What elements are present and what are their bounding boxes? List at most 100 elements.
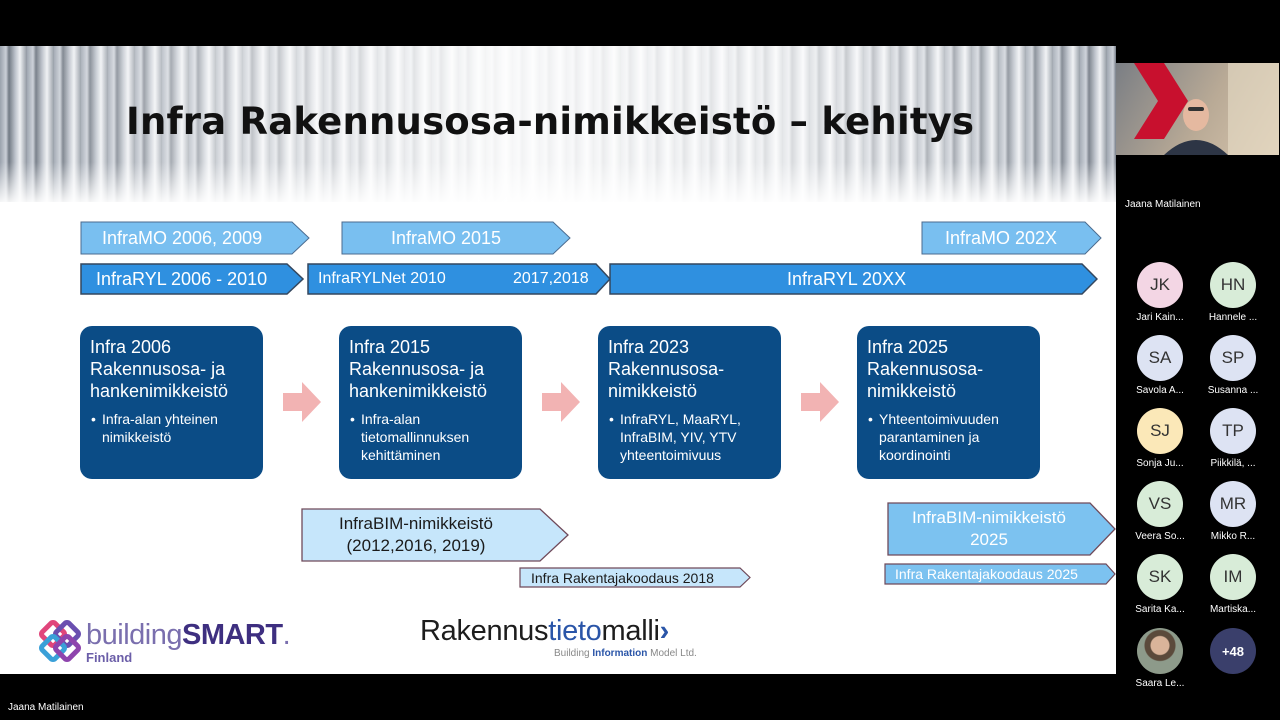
bullet-text: yhteentoimivuus <box>620 447 722 463</box>
box-title-line: Infra 2023 <box>608 337 690 357</box>
avatar-initials: IM <box>1223 567 1243 586</box>
bullet-text: Yhteentoimivuuden <box>879 411 999 427</box>
arrow-shape <box>80 263 304 295</box>
buildingsmart-wordmark: buildingSMART. <box>86 619 291 652</box>
bullet-text: nimikkeistö <box>102 429 172 445</box>
participant-avatar: SK <box>1137 554 1183 600</box>
arrow-shape <box>341 221 571 255</box>
avatar-initials: JK <box>1150 275 1170 294</box>
arrow-shape <box>609 263 1098 295</box>
arrow-shape <box>307 263 611 295</box>
participant-tile[interactable]: SJ Sonja Ju... <box>1130 408 1190 469</box>
arrow-right-icon <box>801 382 839 422</box>
title-banner-image <box>0 46 1116 202</box>
logo-text: SMART <box>181 619 283 651</box>
box-title-line: Rakennusosa- <box>608 359 725 379</box>
participant-avatar: TP <box>1210 408 1256 454</box>
participant-tile[interactable]: SK Sarita Ka... <box>1130 554 1190 615</box>
box-title-line: Rakennusosa- ja <box>90 359 226 379</box>
participant-tile[interactable]: IM Martiska... <box>1203 554 1263 615</box>
band-infrabim-2025: InfraBIM-nimikkeistö 2025 <box>887 502 1116 556</box>
bullet-text: Infra-alan yhteinen <box>102 411 218 427</box>
participant-avatar: IM <box>1210 554 1256 600</box>
logo-text: Rakennus <box>420 615 549 647</box>
band-label: InfraMO 2006, 2009 <box>102 227 263 248</box>
arrow-right-icon <box>542 382 580 422</box>
avatar-initials: MR <box>1219 494 1247 513</box>
participant-tile[interactable]: JK Jari Kain... <box>1130 262 1190 323</box>
arrow-shape <box>519 567 751 588</box>
logo-text: Building <box>554 648 593 659</box>
participant-tile[interactable]: MR Mikko R... <box>1203 481 1263 542</box>
participant-avatar: SJ <box>1137 408 1183 454</box>
box-title-line: Rakennusosa- <box>867 359 984 379</box>
info-box-infra-2015: Infra 2015 Rakennusosa- ja hankenimikkei… <box>339 326 522 479</box>
band-label: InfraRYL 2006 - 2010 <box>96 268 268 289</box>
box-bullets: Yhteentoimivuuden parantaminen ja koordino… <box>867 410 1030 464</box>
band-label: InfraMO 202X <box>945 227 1058 248</box>
band-inframo-2015: InfraMO 2015 <box>341 221 571 255</box>
bullet-text: InfraRYL, MaaRYL, <box>620 411 741 427</box>
participant-name: Sonja Ju... <box>1136 458 1184 469</box>
arrow-shape <box>80 221 310 255</box>
box-title-line: hankenimikkeistö <box>90 381 229 401</box>
presentation-slide: Infra Rakennusosa-nimikkeistö – kehitys … <box>0 46 1116 674</box>
participant-tile[interactable]: TP Piikkilä, ... <box>1203 408 1263 469</box>
rakennustietomalli-logo: Rakennustietomalli› Building Information… <box>420 615 710 667</box>
band-label: InfraBIM-nimikkeistö <box>912 508 1066 527</box>
participant-tile[interactable]: HN Hannele ... <box>1203 262 1263 323</box>
rakennustietomalli-wordmark: Rakennustietomalli› <box>420 615 669 648</box>
bullet-text: InfraBIM, YIV, YTV <box>620 429 737 445</box>
box-title-line: Infra 2025 <box>867 337 949 357</box>
participant-tile[interactable]: SP Susanna ... <box>1203 335 1263 396</box>
participant-name: Martiska... <box>1209 604 1257 615</box>
bullet-text: koordinointi <box>879 447 951 463</box>
avatar-initials: SJ <box>1150 421 1170 440</box>
box-title-line: nimikkeistö <box>867 381 957 401</box>
rakennustietomalli-subtitle: Building Information Model Ltd. <box>554 648 697 659</box>
logo-text: Information <box>592 648 648 659</box>
buildingsmart-finland-text: Finland <box>86 650 133 665</box>
participant-avatar: VS <box>1137 481 1183 527</box>
bullet-text: parantaminen ja <box>879 429 980 445</box>
participant-name: Piikkilä, ... <box>1210 458 1256 469</box>
more-participants-button[interactable]: +48 <box>1210 628 1256 674</box>
buildingsmart-finland-logo: buildingSMART. Finland <box>38 617 291 669</box>
participant-name: Veera So... <box>1135 531 1185 542</box>
participant-photo-avatar <box>1137 628 1183 674</box>
band-label: InfraMO 2015 <box>391 227 502 248</box>
band-label: InfraRYLNet 2010 <box>318 270 446 287</box>
slide-title: Infra Rakennusosa-nimikkeistö – kehitys <box>126 100 975 143</box>
bullet-text: tietomallinnuksen <box>361 429 470 445</box>
presenter-name-label: Jaana Matilainen <box>8 702 84 713</box>
participant-tile[interactable]: VS Veera So... <box>1130 481 1190 542</box>
arrow-shape <box>301 508 569 562</box>
avatar-initials: HN <box>1220 275 1246 294</box>
box-title-line: Infra 2015 <box>349 337 431 357</box>
band-label: Infra Rakentajakoodaus 2018 <box>531 569 714 586</box>
band-years: 2017,2018 <box>513 270 589 287</box>
avatar-initials: SA <box>1148 348 1172 367</box>
participant-avatar: HN <box>1210 262 1256 308</box>
participant-name: Mikko R... <box>1210 531 1256 542</box>
info-box-infra-2023: Infra 2023 Rakennusosa- nimikkeistö Infr… <box>598 326 781 479</box>
avatar-initials: TP <box>1222 421 1244 440</box>
participant-tile[interactable]: SA Savola A... <box>1130 335 1190 396</box>
box-title-line: nimikkeistö <box>608 381 698 401</box>
band-rakentaja-2025: Infra Rakentajakoodaus 2025 <box>884 563 1116 585</box>
participant-tile[interactable]: Saara Le... <box>1130 628 1190 689</box>
speaker-video-tile[interactable] <box>1116 63 1279 155</box>
arrow-shape <box>884 563 1116 585</box>
speaker-name-label: Jaana Matilainen <box>1125 199 1201 210</box>
arrow-shape <box>887 502 1116 556</box>
participant-avatar: MR <box>1210 481 1256 527</box>
logo-text: tieto <box>548 615 602 647</box>
info-box-infra-2025: Infra 2025 Rakennusosa- nimikkeistö Yhte… <box>857 326 1040 479</box>
band-label: (2012,2016, 2019) <box>346 536 486 555</box>
buildingsmart-knot-icon <box>39 620 81 662</box>
box-title-line: Infra 2006 <box>90 337 172 357</box>
participant-name: Jari Kain... <box>1136 312 1184 323</box>
participant-avatar: SP <box>1210 335 1256 381</box>
speaker-video-frame <box>1134 63 1279 155</box>
